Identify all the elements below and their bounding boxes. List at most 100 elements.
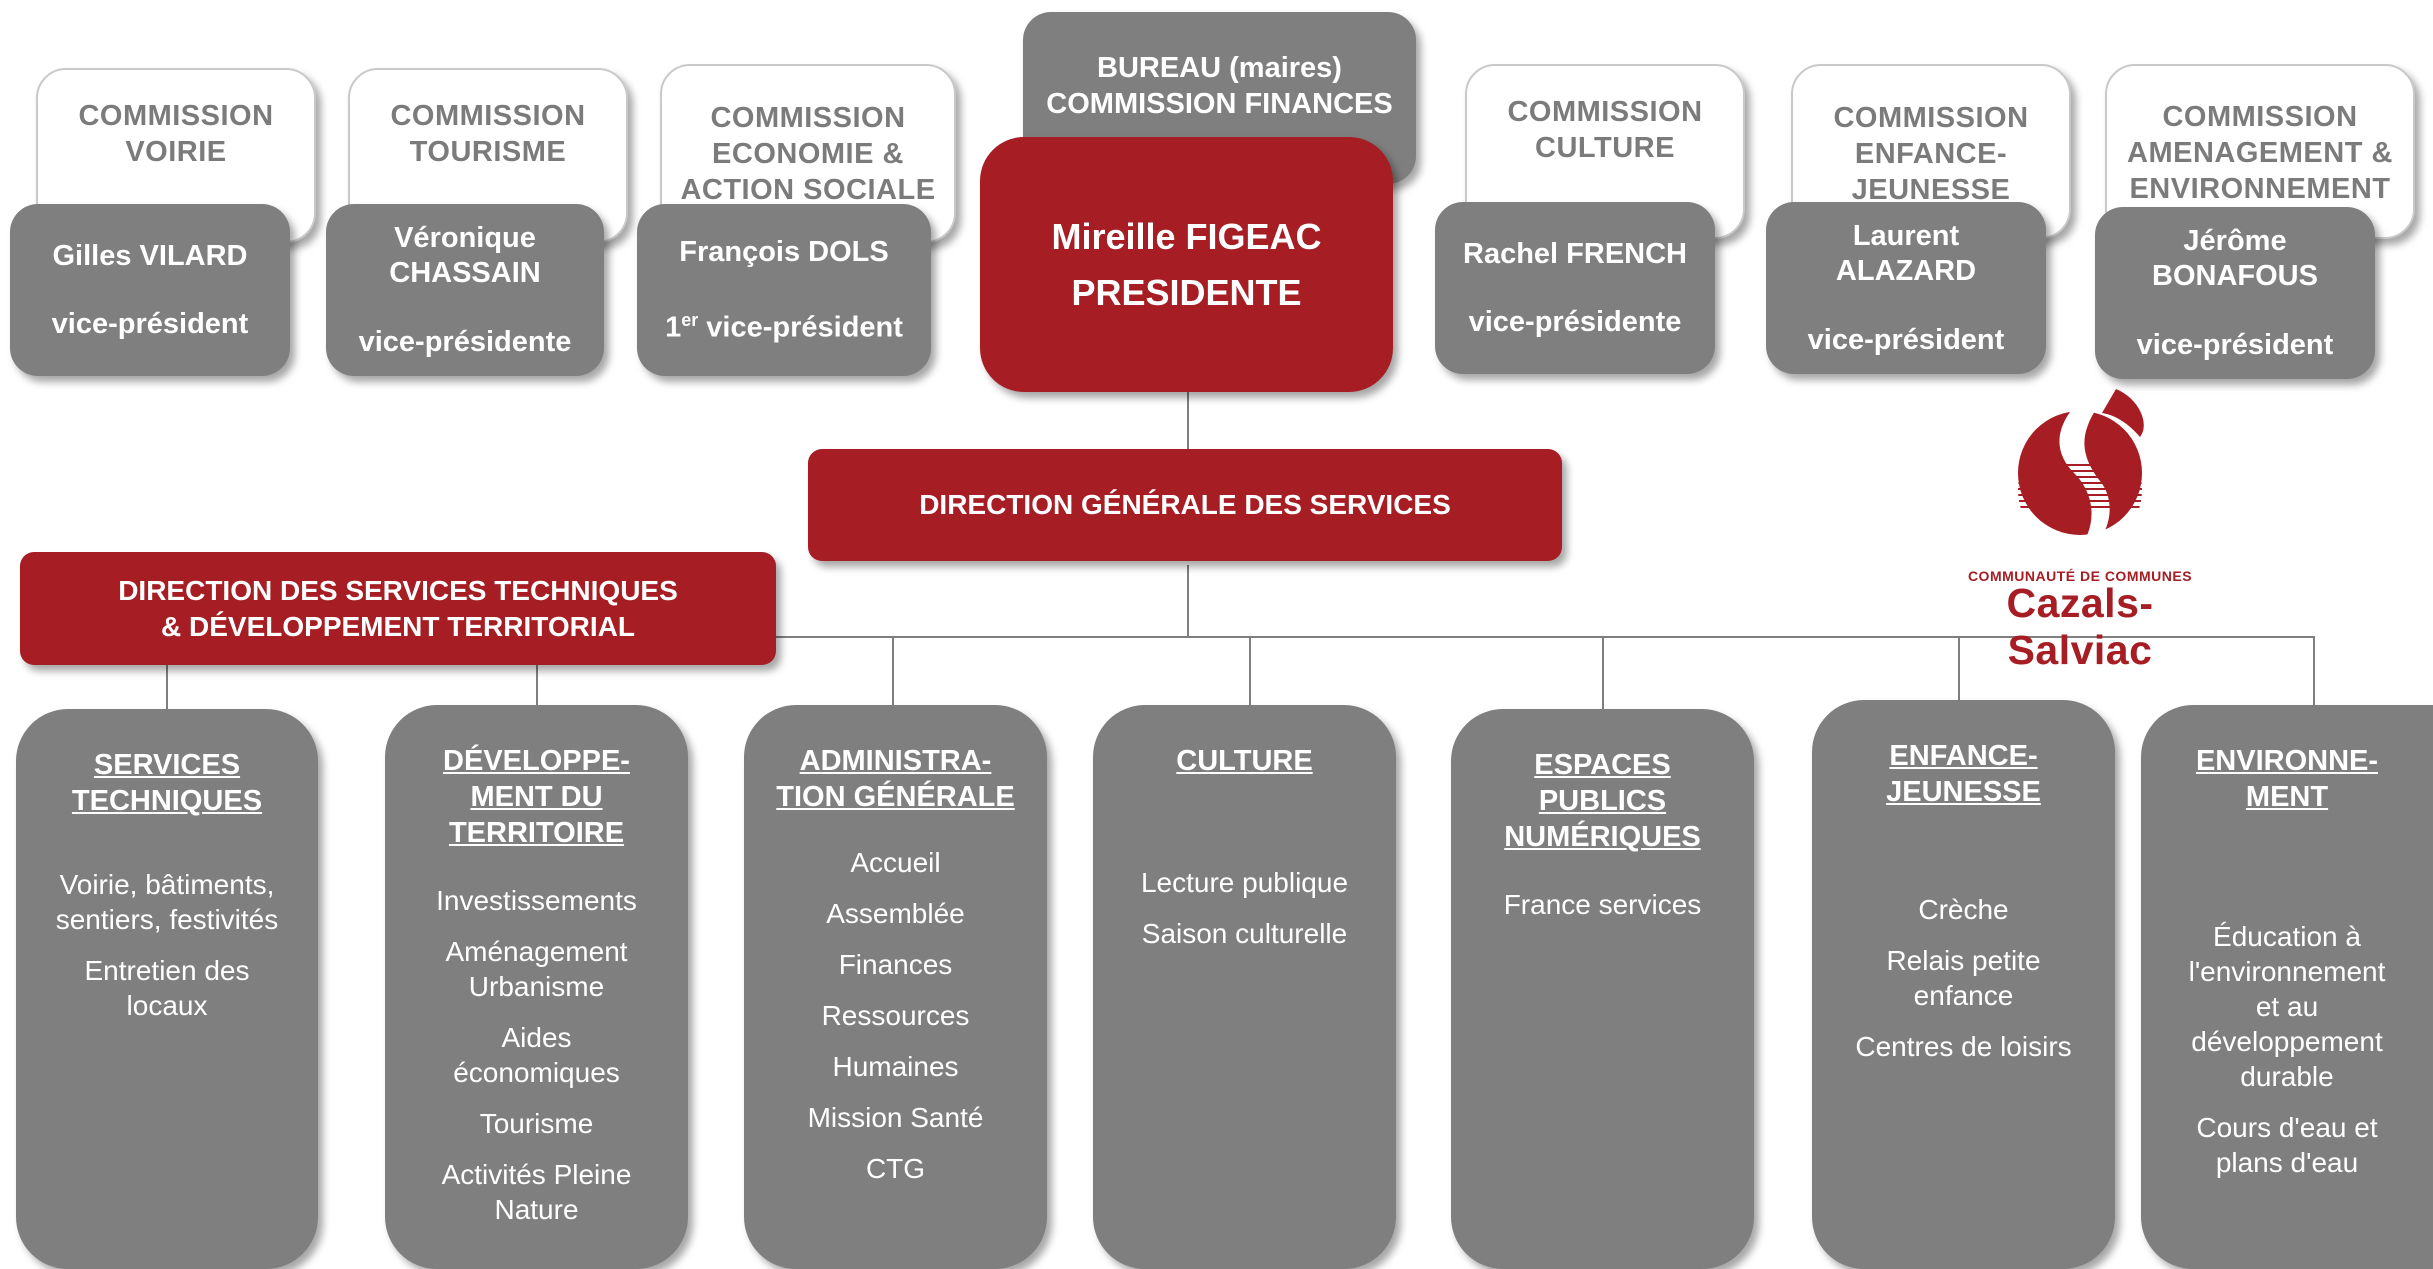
vp-french: Rachel FRENCH vice-présidente (1435, 202, 1715, 374)
vp-dols: François DOLS 1er vice-président (637, 204, 931, 376)
item-line: Investissements (436, 885, 637, 916)
commission-voirie-line2: VOIRIE (125, 136, 227, 168)
commission-amenagement-line1: COMMISSION (2162, 101, 2358, 133)
vp-vilard-role: vice-président (51, 307, 249, 340)
service-enfance-title: ENFANCE- JEUNESSE (1830, 738, 2097, 810)
connector-administration (892, 636, 894, 706)
list-item: France services (1469, 887, 1736, 922)
service-techniques: SERVICES TECHNIQUES Voirie, bâtiments, s… (16, 709, 318, 1269)
commission-voirie-line1: COMMISSION (78, 100, 274, 132)
item-line: Cours d'eau et (2196, 1112, 2378, 1143)
connector-developpement (536, 636, 538, 706)
connector-environnement (2313, 636, 2315, 706)
commission-amenagement-line2: AMENAGEMENT & (2127, 137, 2393, 169)
item-line: et au (2255, 991, 2319, 1022)
service-culture: CULTURE Lecture publique Saison culturel… (1093, 705, 1396, 1269)
vp-alazard-name1: Laurent (1852, 219, 1960, 252)
dst-line2: & DÉVELOPPEMENT TERRITORIAL (161, 610, 635, 642)
service-environnement: ENVIRONNE- MENT Éducation à l'environnem… (2141, 705, 2433, 1269)
list-item: Relais petite enfance (1830, 943, 2097, 1013)
vp-chassain: Véronique CHASSAIN vice-présidente (326, 204, 604, 376)
item-line: Aides (501, 1022, 572, 1053)
list-item: Assemblée (762, 896, 1029, 931)
commission-economie-line2: ECONOMIE & (712, 138, 904, 170)
bureau-line1: BUREAU (maires) (1097, 52, 1342, 84)
vp-french-role: vice-présidente (1468, 305, 1682, 338)
service-espaces-title: ESPACES PUBLICS NUMÉRIQUES (1469, 747, 1736, 855)
commission-culture-line1: COMMISSION (1507, 96, 1703, 128)
commission-enfance-line3: JEUNESSE (1851, 174, 2011, 206)
logo-title: Cazals-Salviac (2006, 580, 2154, 673)
list-item: Finances (762, 947, 1029, 982)
item-line: Entretien des (84, 955, 250, 986)
vp-dols-role: 1er vice-président (665, 303, 903, 346)
list-item: Accueil (762, 845, 1029, 880)
commission-enfance-line2: ENFANCE- (1854, 138, 2008, 170)
item-line: Accueil (850, 847, 941, 878)
vp-chassain-role: vice-présidente (358, 325, 572, 358)
vp-bonafous-role: vice-président (2136, 328, 2334, 361)
logo-symbol-icon (2018, 385, 2144, 565)
connector-president-dgs (1187, 385, 1189, 450)
vp-vilard-name: Gilles VILARD (52, 239, 248, 272)
vp-dols-role-sup: er (681, 309, 699, 330)
list-item: Ressources (762, 998, 1029, 1033)
vp-chassain-name2: CHASSAIN (389, 256, 541, 289)
vp-dols-name: François DOLS (679, 235, 889, 268)
item-line: Lecture publique (1140, 867, 1349, 898)
service-developpement-title: DÉVELOPPE- MENT DU TERRITOIRE (403, 743, 670, 851)
service-enfance-title-line2: JEUNESSE (1886, 776, 2041, 808)
item-line: Finances (838, 949, 953, 980)
commission-tourisme-line2: TOURISME (409, 136, 567, 168)
list-item: Aménagement Urbanisme (403, 934, 670, 1004)
service-espaces-title-line1: ESPACES (1534, 749, 1671, 781)
connector-dgs-down (1187, 565, 1189, 637)
service-espaces-items: France services (1469, 887, 1736, 922)
service-administration-items: Accueil Assemblée Finances Ressources Hu… (762, 845, 1029, 1186)
connector-techniques (166, 636, 168, 710)
vp-chassain-name1: Véronique (394, 221, 536, 254)
service-environnement-items: Éducation à l'environnement et au dévelo… (2159, 919, 2415, 1180)
vp-alazard-role: vice-président (1807, 323, 2005, 356)
logo-subtitle: COMMUNAUTÉ DE COMMUNES (1967, 568, 2193, 584)
vp-alazard: Laurent ALAZARD vice-président (1766, 202, 2046, 374)
list-item: Investissements (403, 883, 670, 918)
list-item: Éducation à l'environnement et au dévelo… (2159, 919, 2415, 1094)
item-line: sentiers, festivités (55, 904, 279, 935)
service-environnement-title-line1: ENVIRONNE- (2195, 745, 2379, 777)
list-item: Lecture publique (1111, 865, 1378, 900)
vp-alazard-name2: ALAZARD (1835, 254, 1977, 287)
item-line: Assemblée (826, 898, 965, 929)
list-item: CTG (762, 1151, 1029, 1186)
commission-tourisme-line1: COMMISSION (390, 100, 586, 132)
service-enfance-items: Crèche Relais petite enfance Centres de … (1830, 892, 2097, 1064)
dst-line1: DIRECTION DES SERVICES TECHNIQUES (118, 574, 678, 606)
service-developpement-title-line2: MENT DU (470, 781, 603, 813)
item-line: locaux (126, 990, 208, 1021)
service-administration-title-line2: TION GÉNÉRALE (776, 781, 1015, 813)
vp-bonafous-name1: Jérôme (2183, 224, 2287, 257)
service-techniques-items: Voirie, bâtiments, sentiers, festivités … (34, 867, 300, 1023)
logo: COMMUNAUTÉ DE COMMUNES Cazals-Salviac (1940, 385, 2220, 673)
bureau-line2: COMMISSION FINANCES (1046, 88, 1393, 120)
service-espaces-title-line2: PUBLICS (1538, 785, 1667, 817)
item-line: l'environnement (2188, 956, 2386, 987)
list-item: Aides économiques (403, 1020, 670, 1090)
commission-culture-line2: CULTURE (1535, 132, 1675, 164)
service-enfance-title-line1: ENFANCE- (1889, 740, 2038, 772)
vp-bonafous: Jérôme BONAFOUS vice-président (2095, 207, 2375, 379)
service-techniques-title-line2: TECHNIQUES (71, 785, 263, 817)
item-line: Tourisme (479, 1108, 594, 1139)
connector-horizontal-bus (165, 636, 2315, 638)
item-line: Ressources (821, 1000, 970, 1031)
item-line: Nature (494, 1194, 579, 1225)
item-line: Activités Pleine (441, 1159, 632, 1190)
commission-enfance-line1: COMMISSION (1833, 102, 2029, 134)
item-line: Mission Santé (807, 1102, 984, 1133)
president-role: PRESIDENTE (1071, 271, 1302, 313)
list-item: Crèche (1830, 892, 2097, 927)
service-developpement-title-line3: TERRITOIRE (448, 817, 625, 849)
service-environnement-title-line2: MENT (2245, 781, 2329, 813)
vp-bonafous-name2: BONAFOUS (2152, 259, 2318, 292)
list-item: Cours d'eau et plans d'eau (2159, 1110, 2415, 1180)
